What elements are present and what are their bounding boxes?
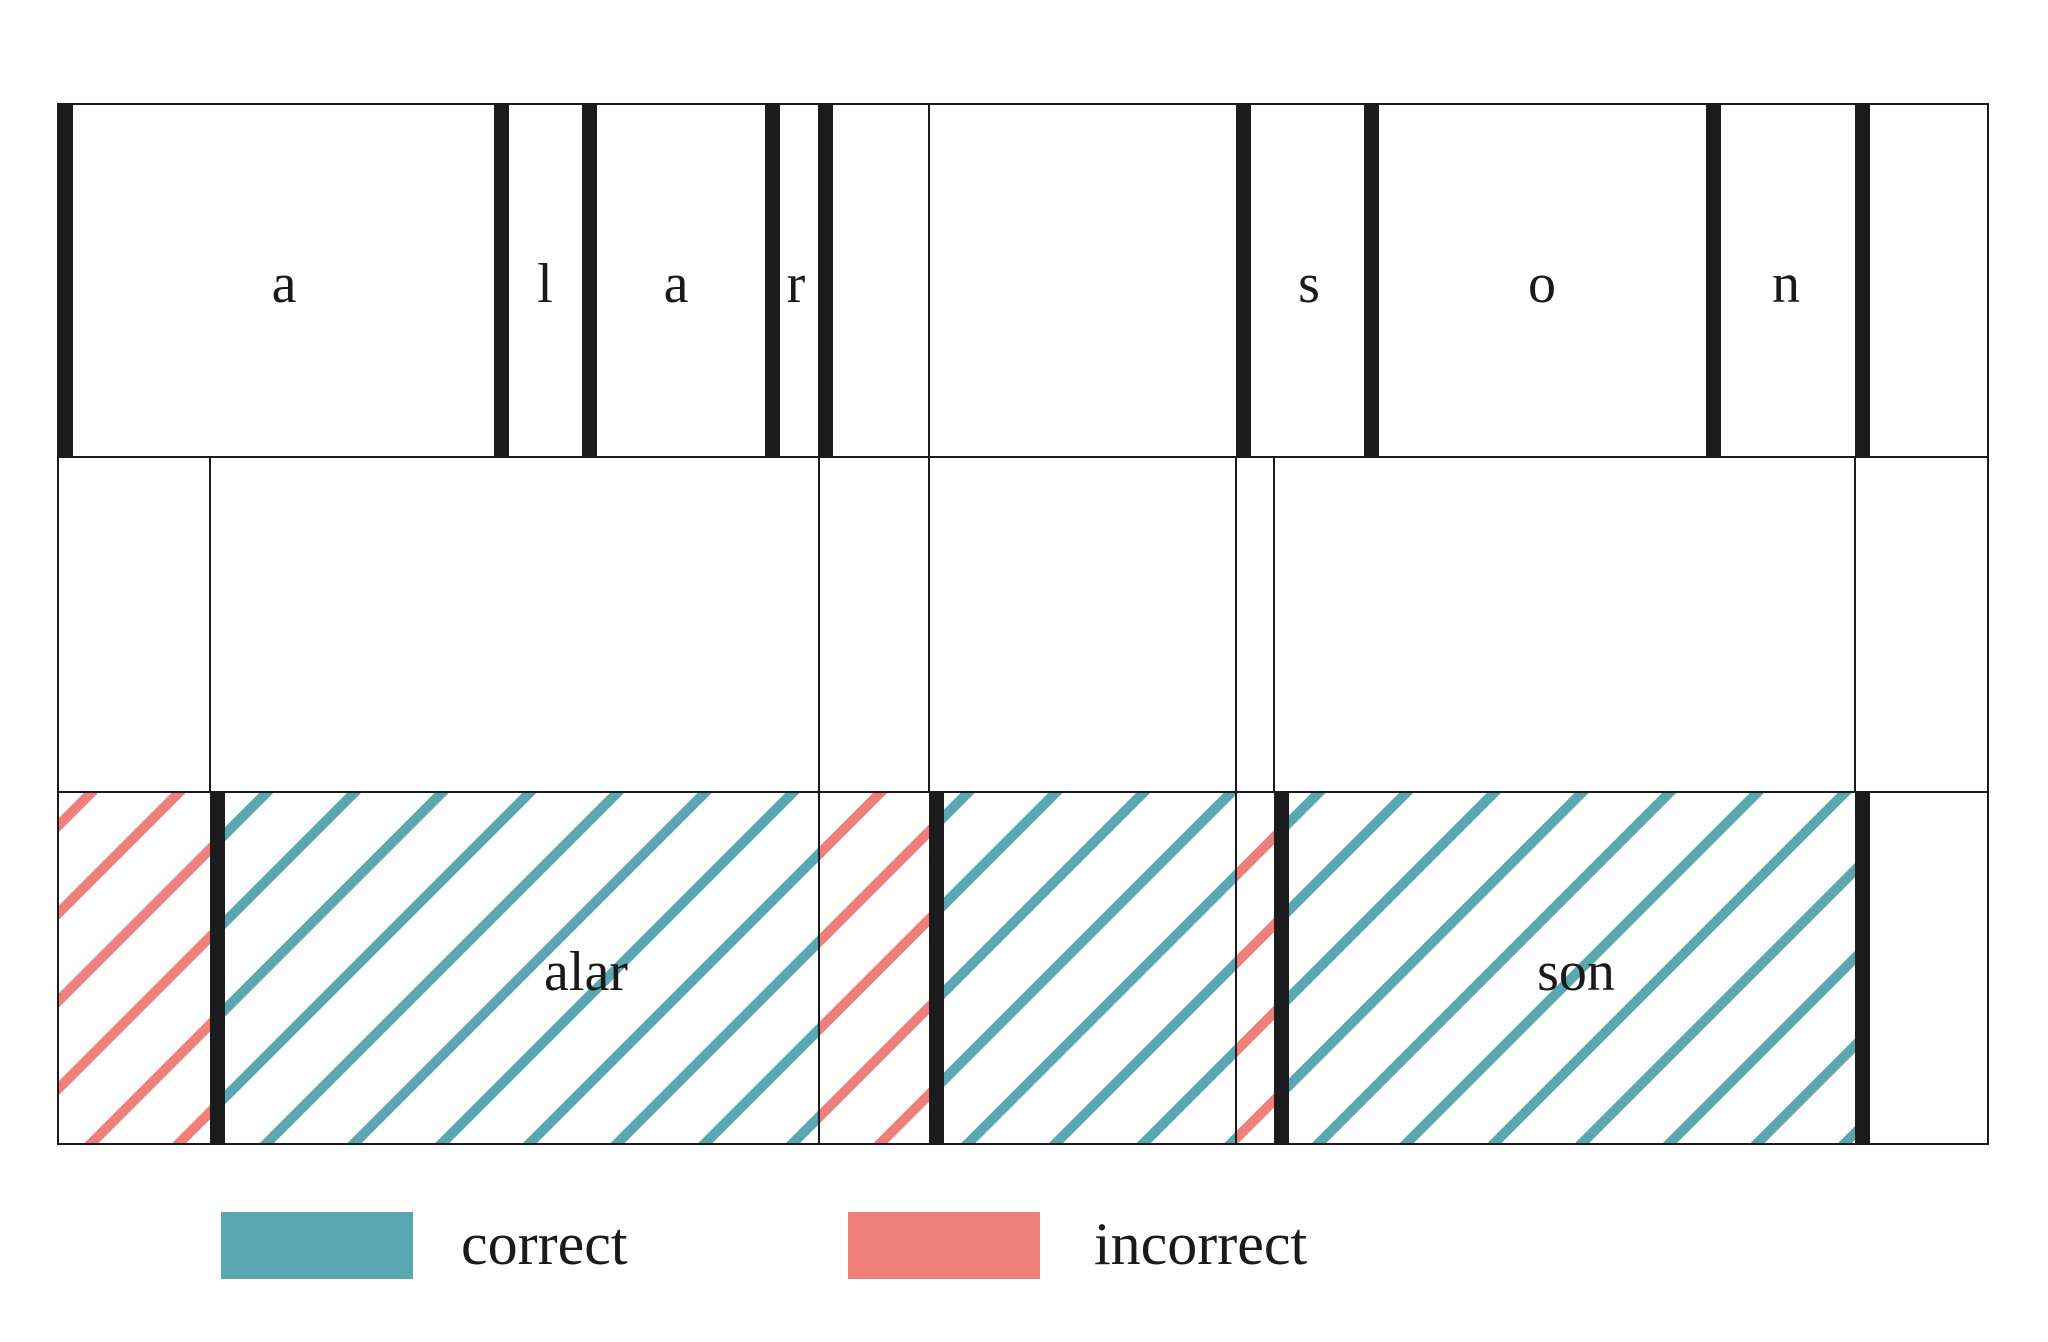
legend-label-incorrect: incorrect bbox=[1094, 1211, 1308, 1277]
segmentation-row: alar son bbox=[57, 791, 1989, 1145]
character-label: o bbox=[1528, 253, 1556, 315]
boundary-bar bbox=[494, 104, 509, 457]
character-row-frame bbox=[57, 103, 1989, 458]
boundary-bar bbox=[818, 104, 833, 457]
boundary-bar bbox=[765, 104, 780, 457]
segment-correct bbox=[929, 792, 1236, 1144]
segment-label: alar bbox=[544, 941, 628, 1003]
segment-correct bbox=[210, 792, 819, 1144]
segment-incorrect bbox=[819, 792, 929, 1144]
legend-swatch-incorrect bbox=[848, 1212, 1040, 1279]
middle-row-frame bbox=[57, 456, 1989, 793]
legend-label-correct: correct bbox=[461, 1211, 628, 1277]
character-label: a bbox=[272, 253, 297, 315]
character-label: l bbox=[537, 253, 553, 315]
boundary-bar bbox=[1274, 792, 1289, 1144]
character-label: a bbox=[664, 253, 689, 315]
segmentation-row-frame bbox=[57, 791, 1989, 1145]
boundary-bar bbox=[1855, 104, 1870, 457]
boundary-bar bbox=[1364, 104, 1379, 457]
legend: correct incorrect bbox=[221, 1211, 1308, 1279]
boundary-bar bbox=[1706, 104, 1721, 457]
boundary-bar bbox=[1236, 104, 1251, 457]
character-label: s bbox=[1298, 253, 1320, 315]
boundary-bar bbox=[929, 792, 944, 1144]
character-row: a l a r s o n bbox=[57, 103, 1989, 458]
boundary-bar bbox=[58, 104, 73, 457]
character-label: n bbox=[1772, 253, 1800, 315]
character-label: r bbox=[787, 253, 806, 315]
segment-incorrect bbox=[58, 792, 210, 1144]
segment-correct bbox=[1274, 792, 1855, 1144]
boundary-bar bbox=[582, 104, 597, 457]
boundary-bar bbox=[1855, 792, 1870, 1144]
segment-incorrect bbox=[1236, 792, 1274, 1144]
legend-swatch-correct bbox=[221, 1212, 413, 1279]
boundary-bar bbox=[210, 792, 225, 1144]
segment-label: son bbox=[1537, 941, 1615, 1003]
middle-row bbox=[57, 456, 1989, 793]
